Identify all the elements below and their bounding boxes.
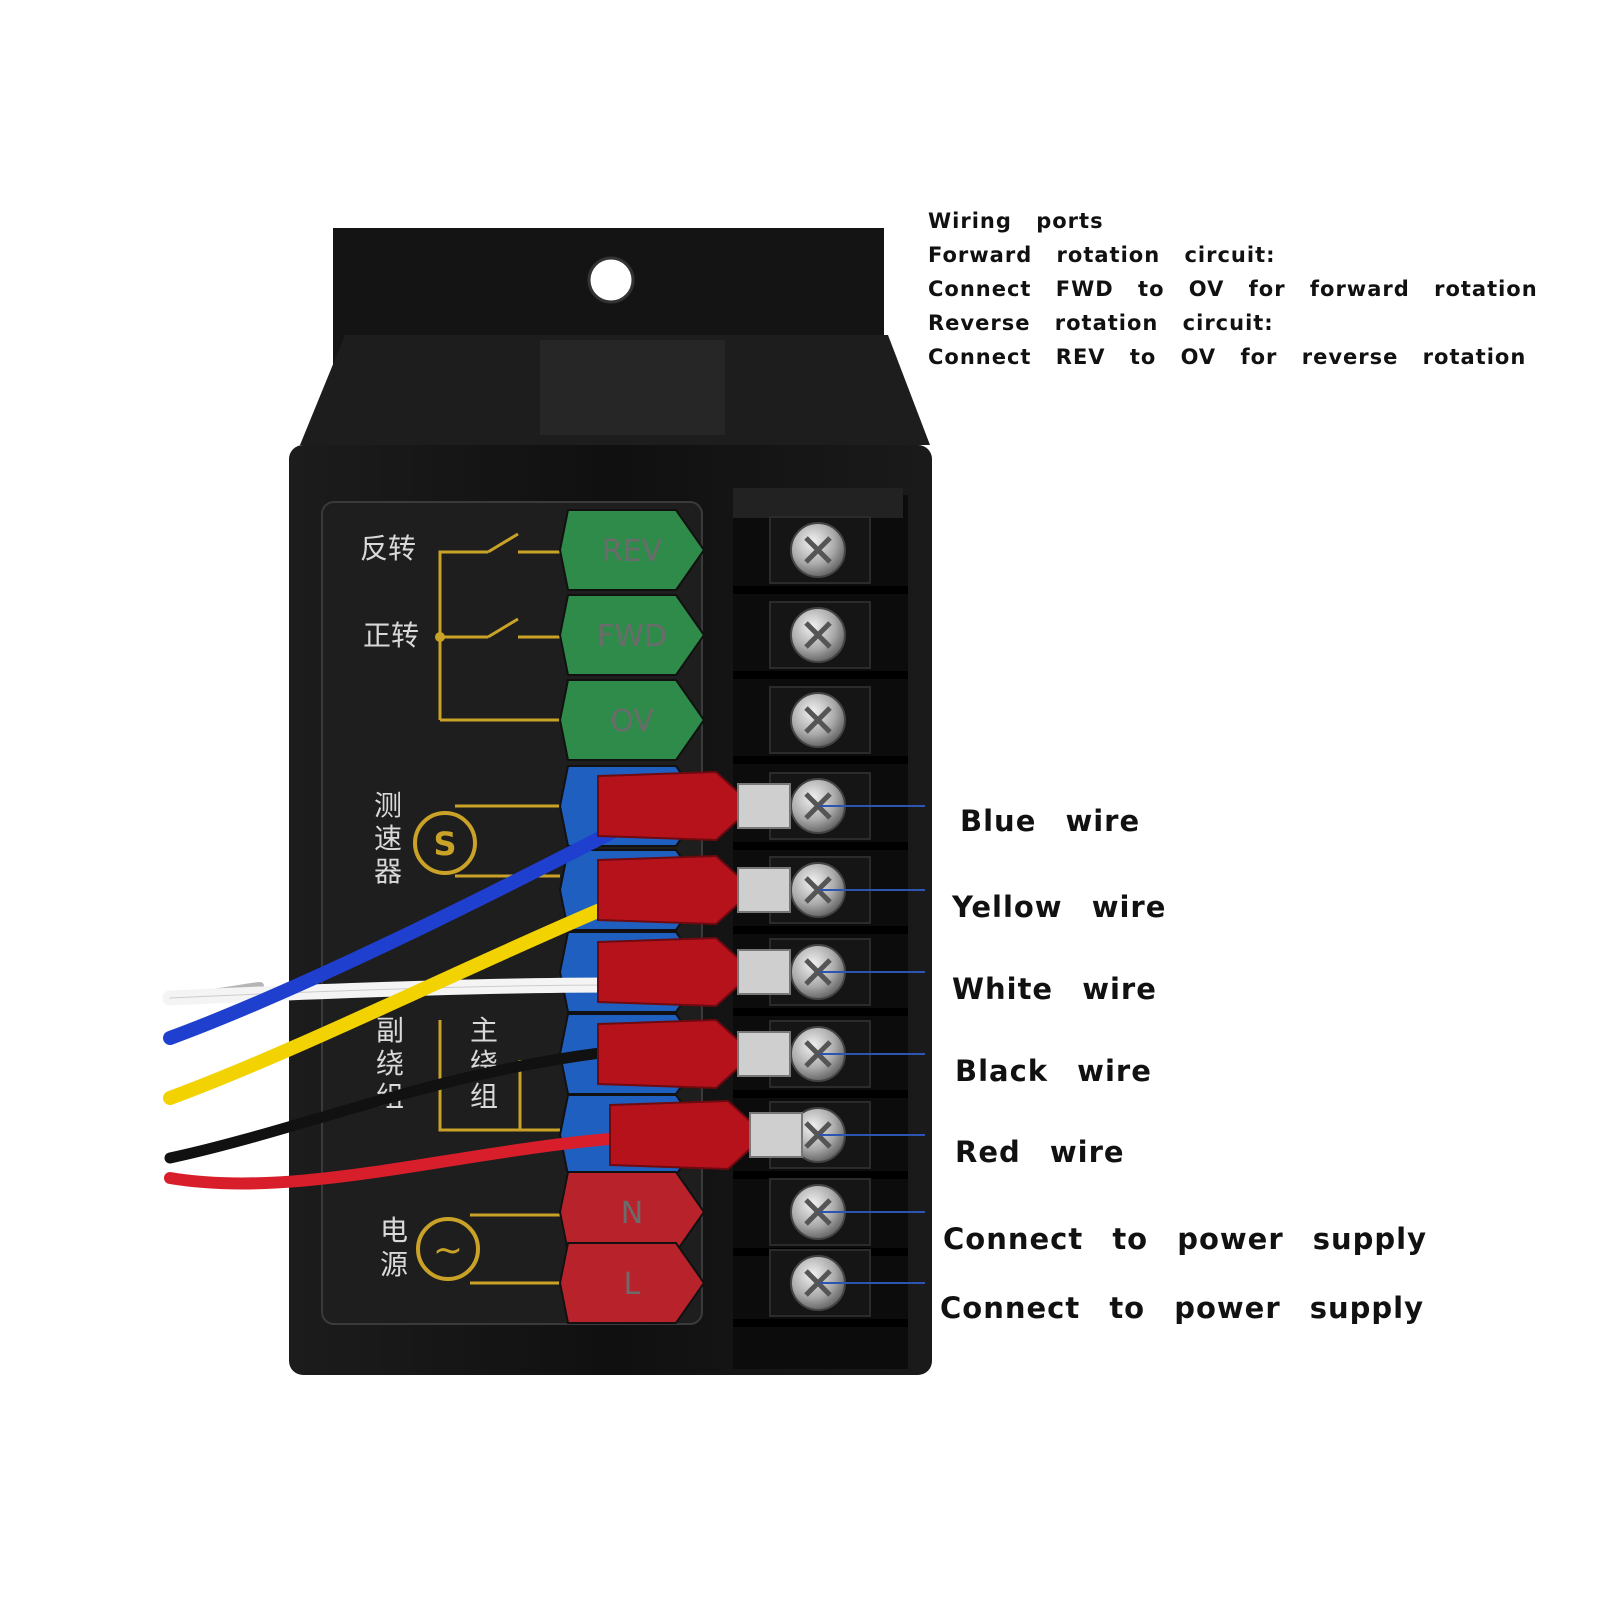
- crimp-connector: [609, 1099, 751, 1171]
- power-symbol: ~: [433, 1230, 463, 1271]
- terminal-name-fwd: FWD: [597, 619, 667, 654]
- power-label-2: 源: [380, 1248, 408, 1281]
- terminal-name-rev: REV: [602, 534, 663, 569]
- terminal-divider: [733, 1319, 908, 1327]
- screw-slot: [804, 876, 832, 904]
- terminal-label-ov: [558, 679, 706, 761]
- screw-slot: [804, 958, 832, 986]
- screw-slot: [804, 1121, 832, 1149]
- spade-terminal: [749, 1112, 803, 1158]
- blue-wire: [163, 825, 619, 1045]
- white-wire-edge: [169, 984, 616, 999]
- red-wire: [164, 1132, 628, 1190]
- tacho-label-3: 器: [374, 855, 402, 888]
- terminal-divider: [733, 671, 908, 679]
- circuit-lines: [438, 532, 568, 1285]
- instruction-title: Wiring ports: [928, 209, 1104, 233]
- reverse-label: 反转: [360, 532, 416, 565]
- junction-dot: [435, 632, 445, 642]
- crimp-connector: [597, 854, 739, 926]
- instruction-reverse-heading: Reverse rotation circuit:: [928, 311, 1274, 335]
- terminal-divider: [733, 1008, 908, 1016]
- screw-slot: [804, 621, 832, 649]
- screw-slot: [804, 536, 832, 564]
- tacho-symbol-ring: [413, 811, 477, 875]
- terminal-label-l: [558, 1242, 706, 1324]
- instruction-forward-heading: Forward rotation circuit:: [928, 243, 1276, 267]
- spade-terminal: [737, 1031, 791, 1077]
- tacho-symbol: S: [433, 825, 456, 863]
- terminal-name-ov: OV: [610, 704, 654, 739]
- screw-slot: [804, 792, 832, 820]
- instruction-forward-text: Connect FWD to OV for forward rotation: [928, 277, 1538, 301]
- main-winding-label-3: 组: [470, 1080, 498, 1113]
- power-label-1: 电: [380, 1214, 408, 1247]
- screw-slot: [804, 1198, 832, 1226]
- screw-slot: [804, 1040, 832, 1068]
- terminal-divider: [733, 926, 908, 934]
- spade-terminal: [737, 783, 791, 829]
- terminal-divider: [733, 1171, 908, 1179]
- screw-slot: [804, 1269, 832, 1297]
- black-wire: [164, 1047, 606, 1164]
- terminal-block-cap: [733, 488, 903, 518]
- yellow-wire: [163, 898, 619, 1105]
- terminal-label-fwd: [558, 594, 706, 676]
- terminal-name-n: N: [621, 1196, 643, 1231]
- housing-top-ridge: [540, 340, 725, 435]
- terminal-label-rev: [558, 509, 706, 591]
- terminal-divider: [733, 586, 908, 594]
- aux-winding-label-1: 副: [376, 1014, 404, 1047]
- terminal-name-l: L: [624, 1267, 641, 1302]
- leader-lines: [820, 805, 925, 1284]
- tacho-label-1: 测: [374, 789, 402, 822]
- label-yellow-wire: Yellow wire: [952, 890, 1167, 924]
- spade-terminal: [737, 949, 791, 995]
- aux-winding-label-2: 绕: [376, 1047, 404, 1080]
- crimp-connectors: [597, 770, 803, 1171]
- label-black-wire: Black wire: [955, 1054, 1152, 1088]
- terminal-divider: [733, 756, 908, 764]
- terminal-divider: [733, 842, 908, 850]
- label-power-supply-l: Connect to power supply: [940, 1291, 1425, 1325]
- label-white-wire: White wire: [952, 972, 1157, 1006]
- spade-terminal: [737, 867, 791, 913]
- crimp-connector: [597, 770, 739, 842]
- wires: [162, 825, 628, 1190]
- wiring-instructions: Wiring ports Forward rotation circuit: C…: [928, 204, 1568, 374]
- crimp-connector: [597, 936, 739, 1008]
- tacho-label-2: 速: [374, 822, 402, 855]
- forward-label: 正转: [363, 619, 419, 652]
- instruction-reverse-text: Connect REV to OV for reverse rotation: [928, 345, 1527, 369]
- label-blue-wire: Blue wire: [960, 804, 1141, 838]
- screw-slot: [804, 706, 832, 734]
- crimp-connector: [597, 1018, 739, 1090]
- label-power-supply-n: Connect to power supply: [943, 1222, 1428, 1256]
- terminal-divider: [733, 1090, 908, 1098]
- label-red-wire: Red wire: [955, 1135, 1125, 1169]
- power-symbol-ring: [416, 1217, 480, 1281]
- mounting-hole: [587, 256, 635, 304]
- main-winding-label-1: 主: [470, 1014, 498, 1047]
